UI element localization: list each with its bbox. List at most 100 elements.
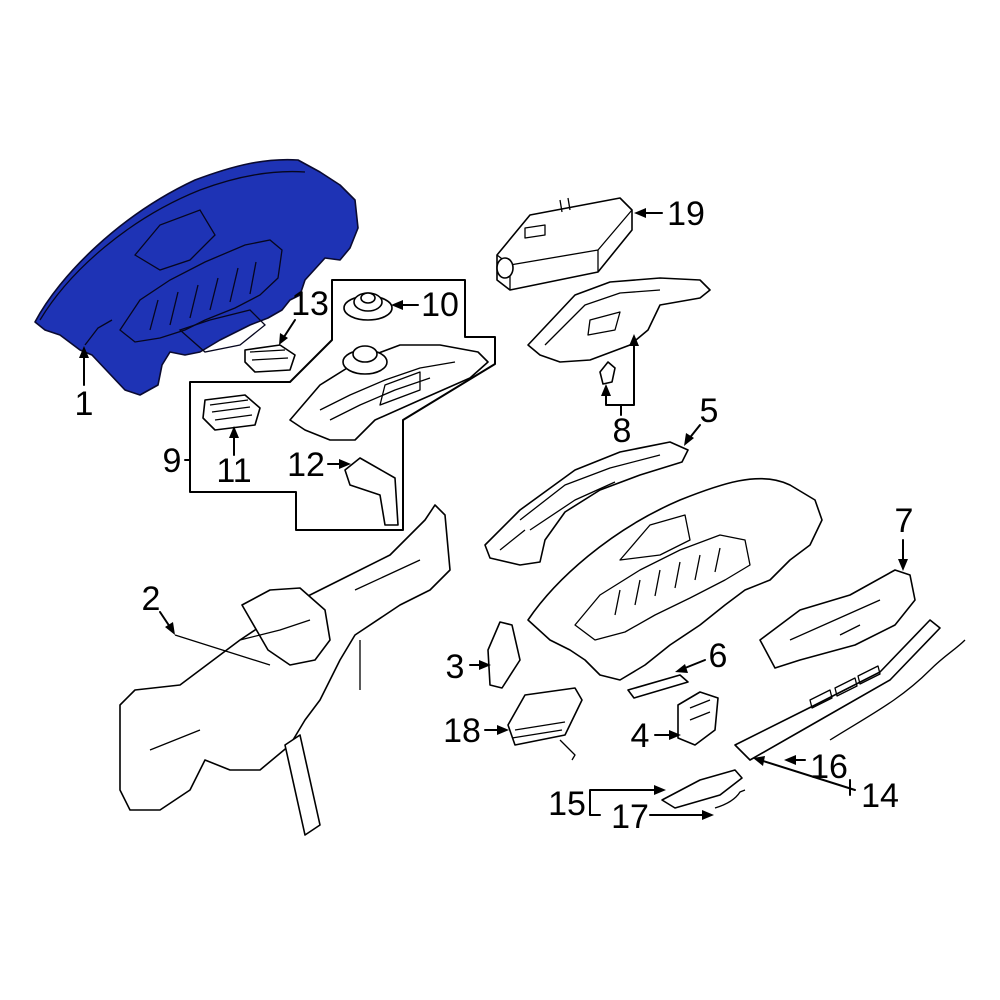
callout-8[interactable]: 8 — [601, 334, 639, 450]
callout-1[interactable]: 1 — [75, 346, 94, 423]
part-7-detail — [789, 599, 881, 641]
part-5-upper-pad[interactable] — [484, 441, 689, 566]
arrowhead-12 — [339, 459, 351, 469]
leader-line-14 — [759, 759, 856, 796]
callout-3[interactable]: 3 — [446, 648, 491, 686]
group-box-9 — [189, 279, 496, 531]
part-14-cable — [829, 639, 966, 741]
part-10-speaker[interactable] — [343, 292, 393, 321]
part-1-dashboard-highlighted[interactable] — [34, 158, 359, 396]
callout-label-1: 1 — [75, 385, 94, 423]
part-12-bracket[interactable] — [344, 457, 399, 526]
callout-label-4: 4 — [631, 717, 650, 755]
part-5-shape — [484, 441, 689, 566]
callout-label-10: 10 — [421, 286, 459, 324]
leader-line-15 — [589, 789, 661, 816]
part-11-shape — [202, 394, 261, 431]
arrowhead-14 — [753, 756, 765, 766]
part-19-box — [496, 197, 633, 291]
part-6-trim-strip[interactable] — [627, 674, 689, 699]
part-14-buttons — [809, 665, 881, 709]
part-4-detail — [689, 699, 711, 721]
dashboard-vent-area — [574, 534, 751, 641]
arrowhead-10 — [391, 300, 403, 310]
dashboard-outline[interactable] — [527, 477, 823, 681]
callout-label-14: 14 — [861, 777, 899, 815]
arrowhead-1 — [79, 346, 89, 358]
panel-detail — [319, 361, 456, 421]
arrowhead-13 — [279, 333, 288, 345]
callout-15[interactable]: 15 — [548, 785, 666, 823]
arrowhead-4 — [669, 730, 681, 740]
callout-16[interactable]: 16 — [784, 748, 848, 786]
callout-6[interactable]: 6 — [675, 637, 727, 675]
part-8-clip — [599, 361, 616, 385]
callout-label-6: 6 — [709, 637, 728, 675]
beam-steering-column-mount — [241, 587, 331, 666]
part-3-shape — [487, 621, 521, 689]
part-15-knee-airbag[interactable] — [661, 769, 746, 809]
dashboard-console-opening — [134, 209, 266, 353]
callout-2[interactable]: 2 — [142, 580, 175, 635]
part-3-side-cover[interactable] — [487, 621, 521, 689]
callout-label-18: 18 — [443, 712, 481, 750]
part-18-glovebox-module[interactable] — [507, 687, 583, 761]
part-11-detail — [209, 399, 253, 421]
arrowhead-19 — [634, 208, 646, 218]
part-5-detail — [499, 454, 661, 551]
part-19-studs — [524, 197, 571, 239]
dashboard-shape — [527, 477, 823, 681]
part-9-center-panel[interactable] — [289, 344, 489, 441]
callout-label-2: 2 — [142, 580, 161, 618]
callout-12[interactable]: 12 — [287, 446, 351, 484]
callout-label-16: 16 — [810, 748, 848, 786]
part-15-shape — [661, 769, 743, 809]
callout-19[interactable]: 19 — [634, 195, 705, 233]
arrowhead-18 — [497, 725, 509, 735]
callout-label-7: 7 — [895, 502, 914, 540]
part-13-detail — [249, 349, 289, 361]
part-13-trim-cap[interactable] — [244, 344, 296, 373]
part-7-side-trim[interactable] — [759, 569, 916, 669]
part-19-connector — [496, 257, 514, 279]
callout-5[interactable]: 5 — [684, 392, 718, 446]
callout-label-15: 15 — [548, 785, 586, 823]
part-8-plate — [527, 277, 711, 363]
callout-label-12: 12 — [287, 446, 325, 484]
part-8-mounting-plate[interactable] — [527, 277, 711, 385]
part-11-switch-unit[interactable] — [202, 394, 261, 431]
callout-13[interactable]: 13 — [279, 285, 329, 345]
callout-4[interactable]: 4 — [631, 717, 681, 755]
part-4-shape — [677, 691, 719, 746]
callout-label-17: 17 — [611, 798, 649, 836]
arrowhead-7 — [898, 559, 908, 571]
dashboard-vent-detail — [119, 239, 283, 343]
callout-7[interactable]: 7 — [895, 502, 914, 571]
callout-label-3: 3 — [446, 648, 465, 686]
dashboard-console — [619, 514, 691, 561]
arrowhead-6 — [675, 664, 688, 673]
part-12-shape — [344, 457, 399, 526]
callout-18[interactable]: 18 — [443, 712, 509, 750]
arrowhead-16 — [784, 755, 796, 765]
part-2-cross-car-beam[interactable] — [119, 504, 451, 836]
callout-17[interactable]: 17 — [611, 798, 714, 836]
part-15-cable — [714, 789, 746, 809]
part-19-airbag-module[interactable] — [496, 197, 633, 291]
arrowhead-8b — [629, 334, 639, 346]
arrowhead-2 — [165, 622, 175, 635]
callout-label-13: 13 — [291, 285, 329, 323]
beam-detail — [149, 559, 421, 751]
callout-10[interactable]: 10 — [391, 286, 459, 324]
arrowhead-3 — [479, 660, 491, 670]
callout-14[interactable]: 14 — [753, 756, 899, 815]
arrowhead-11 — [229, 426, 239, 438]
part-14-lower-trim[interactable] — [734, 619, 966, 761]
part-4-bracket[interactable] — [677, 691, 719, 746]
callout-label-19: 19 — [667, 195, 705, 233]
callout-label-9: 9 — [163, 442, 182, 480]
callout-11[interactable]: 11 — [216, 426, 252, 490]
callout-9[interactable]: 9 — [163, 442, 191, 480]
arrowhead-8a — [601, 384, 611, 396]
